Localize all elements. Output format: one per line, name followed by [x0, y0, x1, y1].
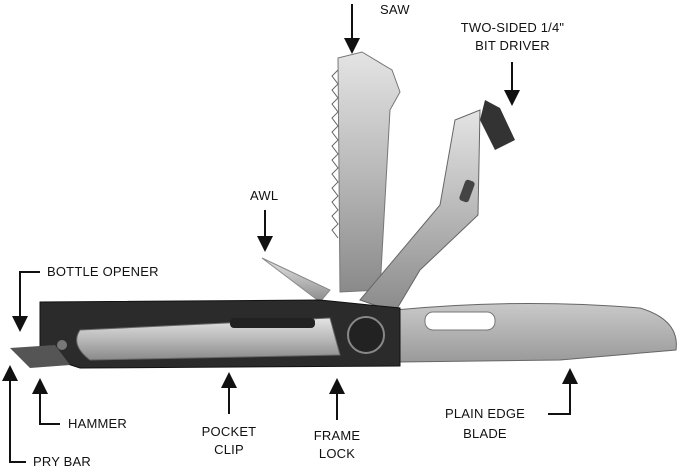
bottle-opener-label: BOTTLE OPENER — [47, 264, 159, 279]
awl-tool — [261, 257, 331, 303]
bit-driver-tool — [359, 100, 515, 313]
pry-bar-tip — [10, 345, 70, 368]
hammer-label: HAMMER — [68, 416, 127, 431]
callout-arrows — [2, 4, 578, 463]
pry-bar-arrow — [2, 365, 26, 463]
blade-label-line2: BLADE — [463, 426, 507, 441]
saw-tool — [331, 51, 401, 293]
pry-bar-label: PRY BAR — [33, 454, 92, 468]
blade-label-line1: PLAIN EDGE — [444, 406, 526, 421]
frame-lock-label-line2: LOCK — [318, 446, 356, 461]
bottle-opener-arrow — [12, 271, 40, 332]
plain-edge-blade — [394, 302, 677, 363]
hammer-arrow — [32, 378, 60, 425]
pocket-clip-label-line1: POCKET — [201, 424, 257, 439]
bit-driver-label-line2: BIT DRIVER — [475, 38, 550, 53]
frame-lock-label-line1: FRAME — [313, 428, 361, 443]
frame-lock-pivot — [347, 316, 385, 354]
saw-label: SAW — [380, 2, 410, 17]
pocket-clip-label-line2: CLIP — [214, 442, 244, 457]
blade-arrow — [548, 368, 578, 415]
pocket-clip — [76, 317, 341, 361]
awl-label: AWL — [250, 188, 279, 203]
bit-driver-label-line1: TWO-SIDED 1/4" — [460, 20, 565, 35]
